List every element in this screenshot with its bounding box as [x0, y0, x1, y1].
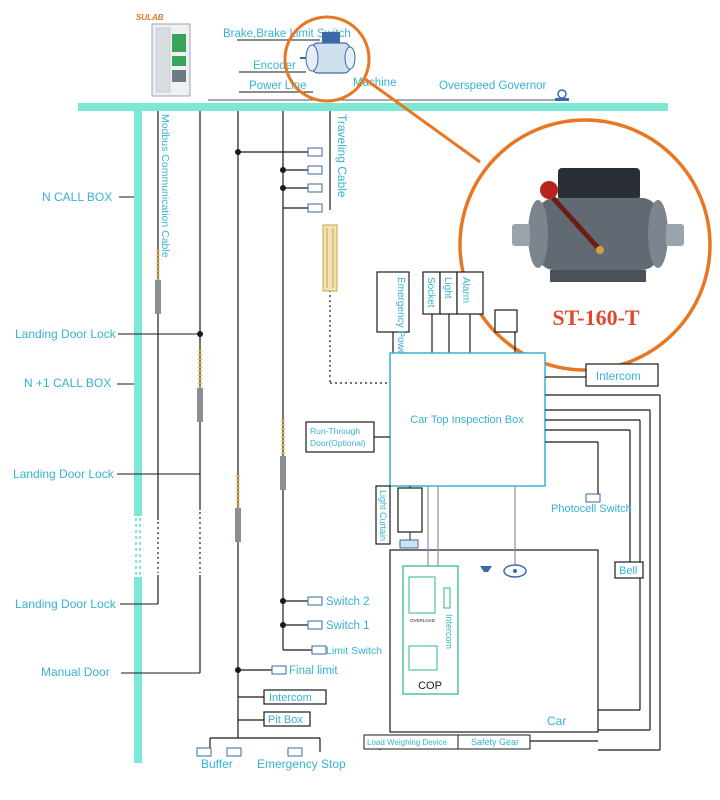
traction-machine-icon	[300, 32, 356, 74]
overspeed-governor-label: Overspeed Governor	[439, 80, 547, 92]
run-through-label-2: Door(Optional)	[310, 438, 366, 448]
overload-label: OVERLOAD	[410, 618, 436, 623]
car-label: Car	[547, 714, 566, 728]
run-through-label-1: Run-Through	[310, 426, 360, 436]
switch-icons	[196, 147, 601, 757]
cop-label: COP	[418, 680, 442, 692]
governor-icon	[555, 89, 569, 101]
final-limit-label: Final limit	[289, 665, 338, 677]
run-through-door-box	[305, 421, 390, 453]
alarm-label: Alarm	[460, 277, 471, 303]
brand-logo: SULAB	[136, 13, 164, 22]
switch-2-label: Switch 2	[326, 596, 369, 608]
encoder-label: Encoder	[253, 60, 296, 72]
bell-label: Bell	[619, 565, 637, 577]
landing-door-lock-1-label: Landing Door Lock	[15, 327, 117, 341]
left-trunk	[134, 111, 142, 516]
cable-sensor-icons	[155, 224, 338, 542]
pit-intercom-box	[263, 689, 327, 705]
brake-switch-label: Brake,Brake Limit Switch	[223, 28, 351, 40]
cop-intercom-label: Intercom	[444, 614, 454, 649]
load-weighing-label: Load Weighing Device	[367, 738, 447, 747]
emergency-power-label: Emergency Power	[395, 277, 406, 359]
light-curtain-label: Light Curtain	[378, 490, 388, 541]
manual-door-label: Manual Door	[41, 665, 110, 679]
switch-1-label: Switch 1	[326, 620, 369, 632]
inspection-box-label: Car Top Inspection Box	[410, 414, 524, 426]
light-curtain	[375, 485, 423, 549]
car-top-leads	[392, 314, 516, 353]
pit-box-label: Pit Box	[268, 714, 303, 726]
landing-door-lock-2-label: Landing Door Lock	[13, 467, 115, 481]
pit-intercom-label: Intercom	[269, 692, 312, 704]
cop-intercom-icon	[443, 587, 451, 609]
controller-cabinet: SULAB	[136, 13, 191, 97]
callout-connector	[364, 77, 481, 164]
st-160-t-machine-icon	[512, 168, 684, 282]
car-top-device-boxes	[376, 271, 518, 333]
car-top-intercom-box	[545, 363, 659, 387]
n-plus-1-call-box-label: N +1 CALL BOX	[24, 376, 111, 390]
overload-indicator	[408, 576, 436, 614]
top-trunk	[78, 103, 668, 111]
car-fan-light-icons	[480, 564, 527, 578]
emergency-stop-label: Emergency Stop	[257, 757, 346, 771]
junction-dots	[197, 149, 286, 673]
photocell-switch-label: Photocell Switch	[551, 503, 632, 515]
traveling-cable-label: Traveling Cable	[335, 114, 349, 198]
safety-gear-label: Safety Gear	[471, 737, 519, 747]
pit-box	[263, 711, 311, 727]
landing-door-lock-3-label: Landing Door Lock	[15, 597, 117, 611]
shaft-wiring	[157, 111, 331, 752]
callout-model-label: ST-160-T	[552, 305, 640, 330]
car-top-intercom-label: Intercom	[596, 371, 641, 383]
safety-gear-box	[457, 734, 531, 750]
inspection-box-right-wires	[379, 394, 661, 751]
dotted-continuation	[157, 290, 390, 573]
socket-label: Socket	[425, 277, 436, 308]
machine-callout-small	[283, 15, 371, 103]
left-trunk-lower	[134, 577, 142, 763]
buffer-label: Buffer	[201, 757, 233, 771]
limit-switch-label: Limit Switch	[326, 645, 382, 657]
cop-keypad	[408, 645, 438, 671]
bell-box	[614, 561, 644, 579]
modbus-cable-label: Modbus Communication Cable	[159, 114, 171, 258]
n-call-box-label: N CALL BOX	[42, 190, 112, 204]
light-label: Light	[442, 277, 453, 299]
left-trunk-gap	[135, 518, 141, 575]
